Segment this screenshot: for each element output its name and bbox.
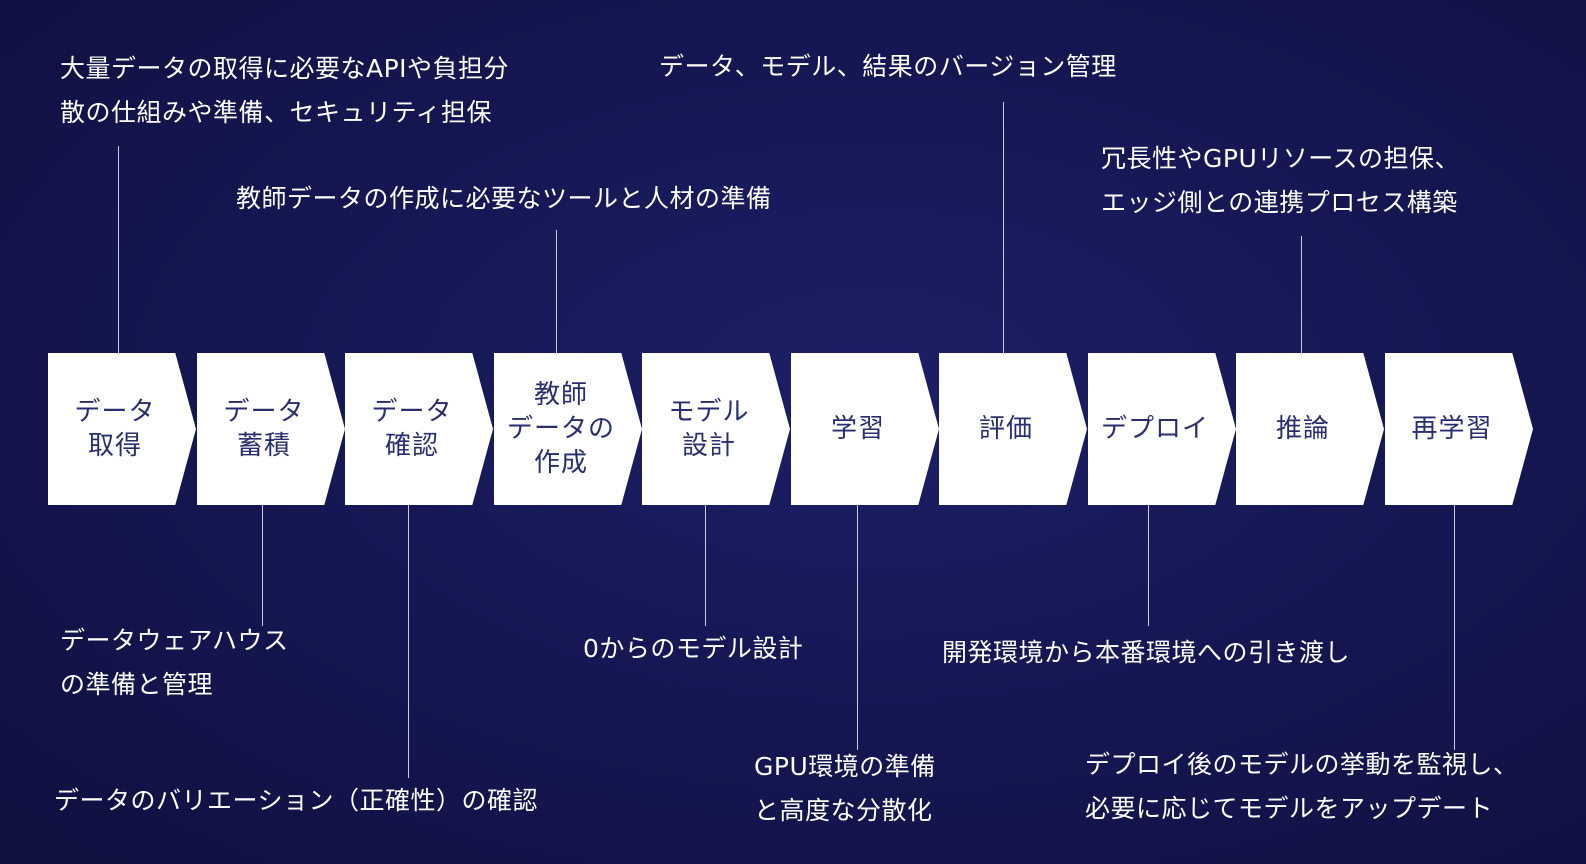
annotation-deploy: 開発環境から本番環境への引き渡し (942, 638, 1351, 667)
connector-data-check (408, 505, 409, 778)
step-label: 学習 (830, 414, 885, 444)
step-training: 学習 (791, 353, 939, 505)
step-label: データ 確認 (371, 397, 453, 461)
step-model-design: モデル 設計 (642, 353, 790, 505)
annotation-retraining: デプロイ後のモデルの挙動を監視し、 必要に応じてモデルをアップデート (1085, 750, 1519, 823)
step-evaluation: 評価 (939, 353, 1087, 505)
step-label: デプロイ (1100, 414, 1209, 444)
step-label: データ 蓄積 (223, 397, 305, 461)
step-label: 評価 (978, 414, 1033, 444)
connector-retraining (1454, 505, 1455, 750)
connector-training (857, 505, 858, 750)
annotation-training: GPU環境の準備 と高度な分散化 (754, 752, 936, 825)
annotation-data-acquisition: 大量データの取得に必要なAPIや負担分 散の仕組みや準備、セキュリティ担保 (60, 54, 510, 127)
annotation-teacher-data: 教師データの作成に必要なツールと人材の準備 (236, 184, 772, 213)
connector-evaluation (1003, 102, 1004, 353)
connector-data-acquisition (118, 146, 119, 353)
annotation-data-check: データのバリエーション（正確性）の確認 (54, 786, 539, 815)
step-teacher-data: 教師 データの 作成 (494, 353, 642, 505)
step-label: データ 取得 (74, 397, 156, 461)
step-data-storage: データ 蓄積 (197, 353, 345, 505)
connector-model-design (705, 505, 706, 626)
step-label: モデル 設計 (668, 397, 750, 461)
connector-teacher-data (556, 230, 557, 353)
step-label: 推論 (1275, 414, 1330, 444)
connector-inference (1301, 236, 1302, 353)
step-retraining: 再学習 (1385, 353, 1533, 505)
step-deploy: デプロイ (1088, 353, 1236, 505)
annotation-inference: 冗長性やGPUリソースの担保、 エッジ側との連携プロセス構築 (1101, 144, 1460, 217)
connector-data-storage (262, 505, 263, 626)
annotation-data-storage: データウェアハウス の準備と管理 (60, 626, 289, 699)
step-inference: 推論 (1236, 353, 1384, 505)
connector-deploy (1148, 505, 1149, 626)
step-label: 教師 データの 作成 (506, 380, 615, 478)
step-data-acquisition: データ 取得 (48, 353, 196, 505)
annotation-evaluation: データ、モデル、結果のバージョン管理 (659, 52, 1117, 81)
step-label: 再学習 (1411, 414, 1493, 444)
step-data-check: データ 確認 (345, 353, 493, 505)
annotation-model-design: 0からのモデル設計 (583, 634, 804, 663)
